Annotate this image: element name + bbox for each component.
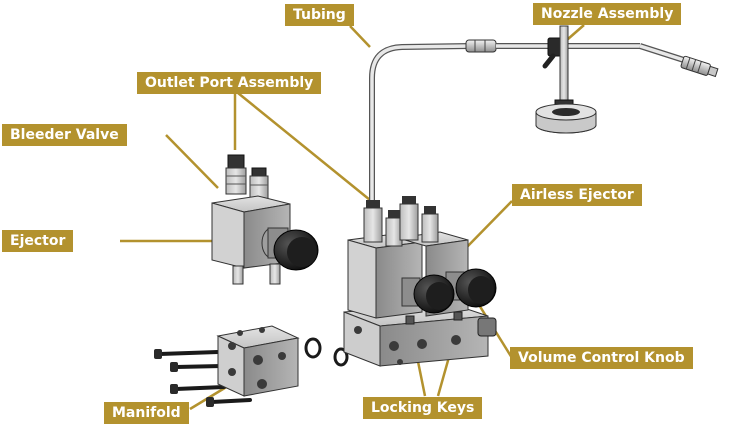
label-tubing: Tubing [285,4,354,26]
label-locking-keys: Locking Keys [363,397,483,419]
ejector-standalone [211,154,319,285]
o-ring [333,347,349,367]
label-airless-ejector: Airless Ejector [512,184,642,206]
label-bleeder-valve: Bleeder Valve [2,124,127,146]
label-manifold: Manifold [104,402,189,424]
nozzle-assembly [535,25,719,134]
outlet-port-fittings-main [363,196,439,247]
outlet-port-fitting-left [225,154,247,195]
label-nozzle-assembly: Nozzle Assembly [533,3,682,25]
manifold-exploded [154,325,322,407]
main-assembly [343,196,497,367]
label-outlet-port-assembly: Outlet Port Assembly [137,72,322,94]
bleeder-valve-fitting [249,167,269,201]
tubing [369,39,640,213]
label-ejector: Ejector [2,230,74,252]
label-volume-control-knob: Volume Control Knob [510,347,693,369]
